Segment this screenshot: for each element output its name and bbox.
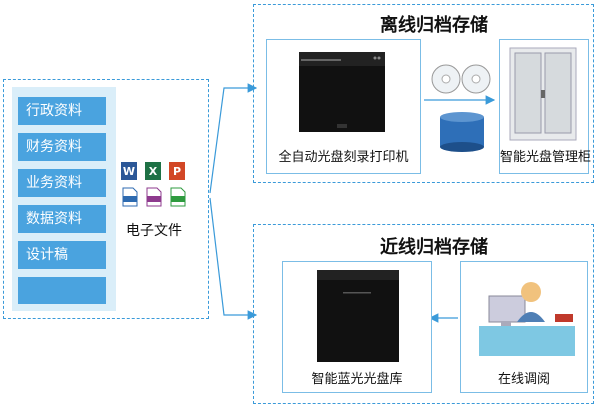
psd-icon <box>146 187 162 207</box>
excel-icon: X <box>145 162 161 180</box>
disc-spindle-icon <box>440 112 484 152</box>
access-card: 在线调阅 <box>460 261 588 393</box>
disc-icon <box>461 64 491 94</box>
offline-archive-box: 离线归档存储 全自动光盘刻录打印机 <box>253 4 594 183</box>
category-business: 业务资料 <box>18 169 106 197</box>
powerpoint-icon: P <box>169 162 185 180</box>
burner-icon <box>299 52 385 132</box>
person-desk-icon <box>479 282 575 356</box>
source-box: 行政资料 财务资料 业务资料 数据资料 设计稿 W X P <box>3 79 209 319</box>
html-icon <box>170 187 186 207</box>
nearline-archive-box: 近线归档存储 智能蓝光光盘库 在线调阅 <box>253 224 594 404</box>
connector-to-offline <box>209 83 258 194</box>
library-label: 智能蓝光光盘库 <box>311 372 403 387</box>
connector-to-nearline <box>209 197 258 320</box>
word-icon: W <box>121 162 137 180</box>
pdf-icon <box>122 187 138 207</box>
cabinet-icon <box>509 47 577 141</box>
category-design: 设计稿 <box>18 241 106 269</box>
library-card: 智能蓝光光盘库 <box>282 261 432 393</box>
cabinet-card: 智能光盘管理柜 <box>499 39 592 174</box>
svg-text:P: P <box>173 165 181 178</box>
access-label: 在线调阅 <box>497 372 550 387</box>
nearline-title: 近线归档存储 <box>380 237 488 258</box>
category-blank <box>18 277 106 304</box>
category-data: 数据资料 <box>18 205 106 233</box>
burner-card: 全自动光盘刻录打印机 <box>266 39 421 174</box>
offline-title: 离线归档存储 <box>380 15 488 36</box>
burner-label: 全自动光盘刻录打印机 <box>278 150 409 165</box>
category-list: 行政资料 财务资料 业务资料 数据资料 设计稿 <box>12 87 116 311</box>
disc-icon <box>431 64 461 94</box>
electronic-files-label: 电子文件 <box>126 223 182 239</box>
category-finance: 财务资料 <box>18 133 106 161</box>
svg-text:X: X <box>149 165 158 178</box>
library-icon <box>317 270 399 362</box>
cabinet-label: 智能光盘管理柜 <box>500 150 592 165</box>
category-admin: 行政资料 <box>18 97 106 125</box>
file-icons: W X P <box>119 158 189 228</box>
svg-text:W: W <box>123 165 135 178</box>
disc-icons <box>431 64 491 152</box>
